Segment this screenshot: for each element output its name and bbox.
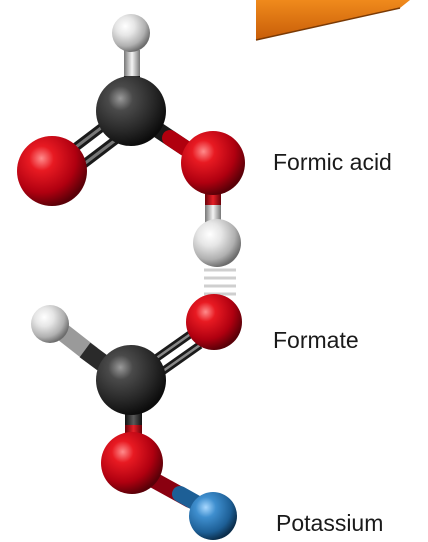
formic-hydrogen-atom bbox=[112, 14, 150, 52]
bridging-hydrogen-atom bbox=[193, 219, 241, 267]
formate-label: Formate bbox=[273, 327, 359, 353]
formic-carbon-atom bbox=[96, 76, 166, 146]
formic-acid-label: Formic acid bbox=[273, 149, 392, 175]
formic-oxygen-left-atom bbox=[17, 136, 87, 206]
formic-oxygen-right-atom bbox=[181, 131, 245, 195]
banner-edge bbox=[255, 7, 401, 41]
potassium-atom bbox=[189, 492, 237, 540]
hydrogen-bond bbox=[204, 268, 236, 296]
formate-carbon-atom bbox=[96, 345, 166, 415]
potassium-label: Potassium bbox=[276, 510, 384, 536]
formate-hydrogen-atom bbox=[31, 305, 69, 343]
formate-oxygen-upper-atom bbox=[186, 294, 242, 350]
banner-shape bbox=[256, 0, 410, 40]
formate-oxygen-lower-atom bbox=[101, 432, 163, 494]
